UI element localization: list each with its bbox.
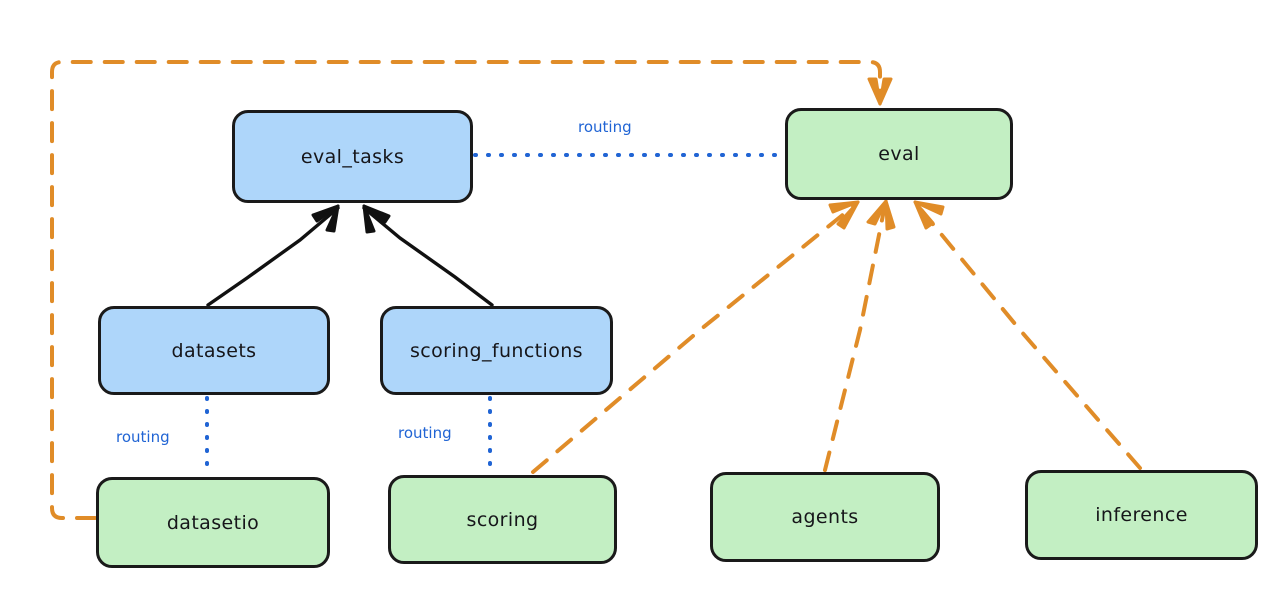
node-scoring[interactable]: scoring bbox=[388, 475, 617, 564]
node-label-eval: eval bbox=[878, 143, 920, 165]
edge-datasetio-to-eval bbox=[50, 60, 893, 520]
node-label-datasetio: datasetio bbox=[166, 511, 260, 534]
node-datasets[interactable]: datasets bbox=[98, 306, 330, 395]
edge-inference-to-eval bbox=[913, 200, 1142, 470]
node-eval-tasks[interactable]: eval_tasks bbox=[232, 110, 473, 203]
edge-label-routing-scoring-functions-scoring: routing bbox=[398, 424, 452, 442]
node-label-scoring: scoring bbox=[466, 508, 539, 531]
node-label-datasets: datasets bbox=[171, 339, 257, 362]
node-datasetio[interactable]: datasetio bbox=[96, 477, 330, 568]
edge-datasets-to-eval-tasks bbox=[206, 204, 340, 307]
node-label-inference: inference bbox=[1095, 504, 1188, 526]
node-eval[interactable]: eval bbox=[785, 108, 1013, 200]
node-agents[interactable]: agents bbox=[710, 472, 940, 562]
edge-scoring-to-eval bbox=[531, 200, 860, 474]
node-scoring-functions[interactable]: scoring_functions bbox=[380, 306, 613, 395]
edge-label-routing-datasets-datasetio: routing bbox=[116, 428, 170, 446]
edge-agents-to-eval bbox=[823, 199, 896, 472]
node-inference[interactable]: inference bbox=[1025, 470, 1258, 560]
node-label-scoring-functions: scoring_functions bbox=[410, 339, 583, 362]
edge-scoring-functions-to-eval-tasks bbox=[362, 204, 494, 307]
node-label-agents: agents bbox=[791, 506, 859, 528]
node-label-eval-tasks: eval_tasks bbox=[300, 145, 405, 168]
edge-label-routing-eval-tasks-eval: routing bbox=[578, 118, 632, 136]
